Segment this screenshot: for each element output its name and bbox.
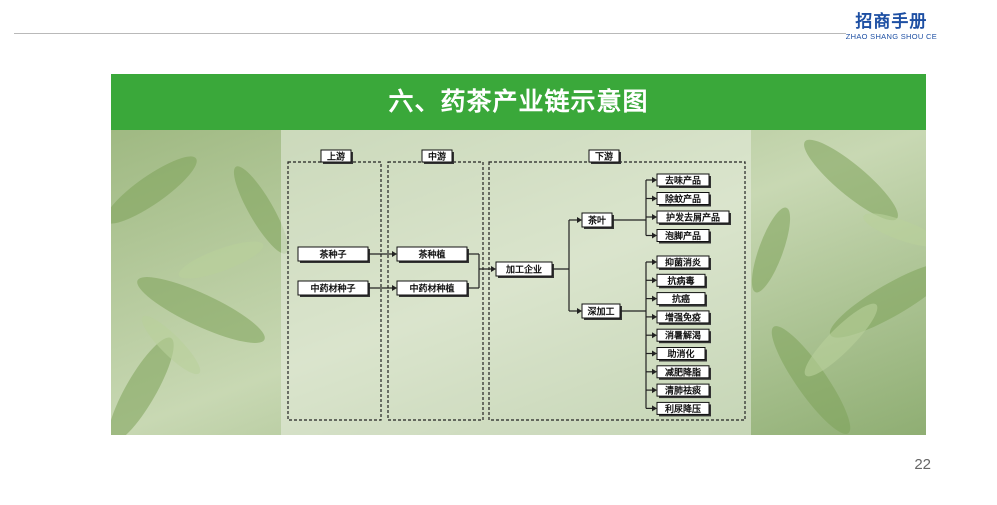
header-divider <box>14 33 846 34</box>
arrow-branch-2-product-6-head <box>652 350 657 357</box>
branch-2-product-7-label: 减肥降脂 <box>665 366 701 378</box>
midstream-item-2-label: 中药材种植 <box>409 283 454 295</box>
arrow-branch-1-product-3-head <box>652 214 657 220</box>
arrow-branch-1-product-4-head <box>652 232 657 239</box>
branch-2-product-1 <box>656 255 710 269</box>
upstream-header-label: 上游 <box>327 151 345 163</box>
title-banner: 六、药茶产业链示意图 <box>111 74 926 130</box>
branch-2-product-3 <box>656 292 706 306</box>
branch-box-1-label: 茶叶 <box>587 215 606 227</box>
branch-1-product-2 <box>656 192 710 205</box>
downstream-header <box>588 149 620 163</box>
slide-panel: 六、药茶产业链示意图 上游中游下游茶种子中药 <box>111 74 926 435</box>
upstream-header <box>320 149 352 163</box>
arrow-branch-1-product-2-head <box>652 195 657 202</box>
branch-1-product-3-label: 护发去屑产品 <box>666 212 720 224</box>
branch-2-product-8 <box>656 383 710 397</box>
slide-title: 六、药茶产业链示意图 <box>388 87 649 116</box>
branch-2-product-2-label: 抗病毒 <box>667 275 694 287</box>
brand-logo: 招商手册 ZHAO SHANG SHOU CE <box>846 12 937 41</box>
branch-1-product-2-label: 除蚊产品 <box>665 193 701 205</box>
midstream-header <box>421 149 453 163</box>
branch-2-product-6 <box>656 347 706 360</box>
branch-2-product-3-label: 抗癌 <box>672 293 690 305</box>
arrow-branch-2-product-3-head <box>652 295 657 302</box>
branch-2-product-4 <box>656 310 710 324</box>
arrow-branch-2-product-2-head <box>652 277 657 284</box>
arrow-up-to-mid-2-head <box>392 285 397 291</box>
branch-2-product-1-label: 抑菌消炎 <box>665 257 701 269</box>
page-number: 22 <box>914 456 931 473</box>
arrow-branch-1-product-1-head <box>652 177 657 183</box>
brand-name-cn: 招商手册 <box>855 12 928 32</box>
branch-2-product-5-label: 消暑解渴 <box>665 330 701 342</box>
brand-name-en: ZHAO SHANG SHOU CE <box>845 32 937 41</box>
branch-2-product-2 <box>656 273 706 287</box>
branch-1-product-4 <box>656 229 710 242</box>
upstream-item-2-label: 中药材种子 <box>310 283 355 295</box>
midstream-item-1-label: 茶种植 <box>417 249 445 261</box>
branch-1-product-3 <box>656 210 730 224</box>
downstream-header-label: 下游 <box>595 151 613 163</box>
upstream-item-1-label: 茶种子 <box>318 249 346 261</box>
arrow-branch-2-product-9-head <box>652 405 657 412</box>
branch-2-product-8-label: 清肺祛痰 <box>665 385 702 397</box>
branch-2-product-6-label: 助消化 <box>667 348 694 360</box>
branch-1-product-1 <box>656 173 710 187</box>
arrow-branch-2-product-4-head <box>652 313 657 320</box>
branch-box-2-label: 深加工 <box>587 306 614 318</box>
arrow-branch-2-product-8-head <box>652 387 657 394</box>
arrow-branch-2-product-1-head <box>652 259 657 265</box>
arrow-up-to-mid-1-head <box>392 251 397 257</box>
arrow-branch-2-product-5-head <box>652 332 657 339</box>
branch-2-product-5 <box>656 328 710 342</box>
arrow-to-processor-head <box>491 266 496 272</box>
midstream-header-label: 中游 <box>428 151 446 163</box>
arrow-to-branch-2-head <box>577 308 582 314</box>
branch-2-product-9-label: 利尿降压 <box>664 403 701 415</box>
branch-2-product-9 <box>656 401 710 415</box>
processor-box-label: 加工企业 <box>505 264 542 276</box>
branch-1-product-1-label: 去味产品 <box>665 175 701 187</box>
branch-2-product-7 <box>656 365 710 379</box>
branch-1-product-4-label: 泡脚产品 <box>665 230 701 242</box>
arrow-to-branch-1-head <box>577 217 582 223</box>
branch-2-product-4-label: 增强免疫 <box>665 311 701 323</box>
arrow-branch-2-product-7-head <box>652 368 657 375</box>
